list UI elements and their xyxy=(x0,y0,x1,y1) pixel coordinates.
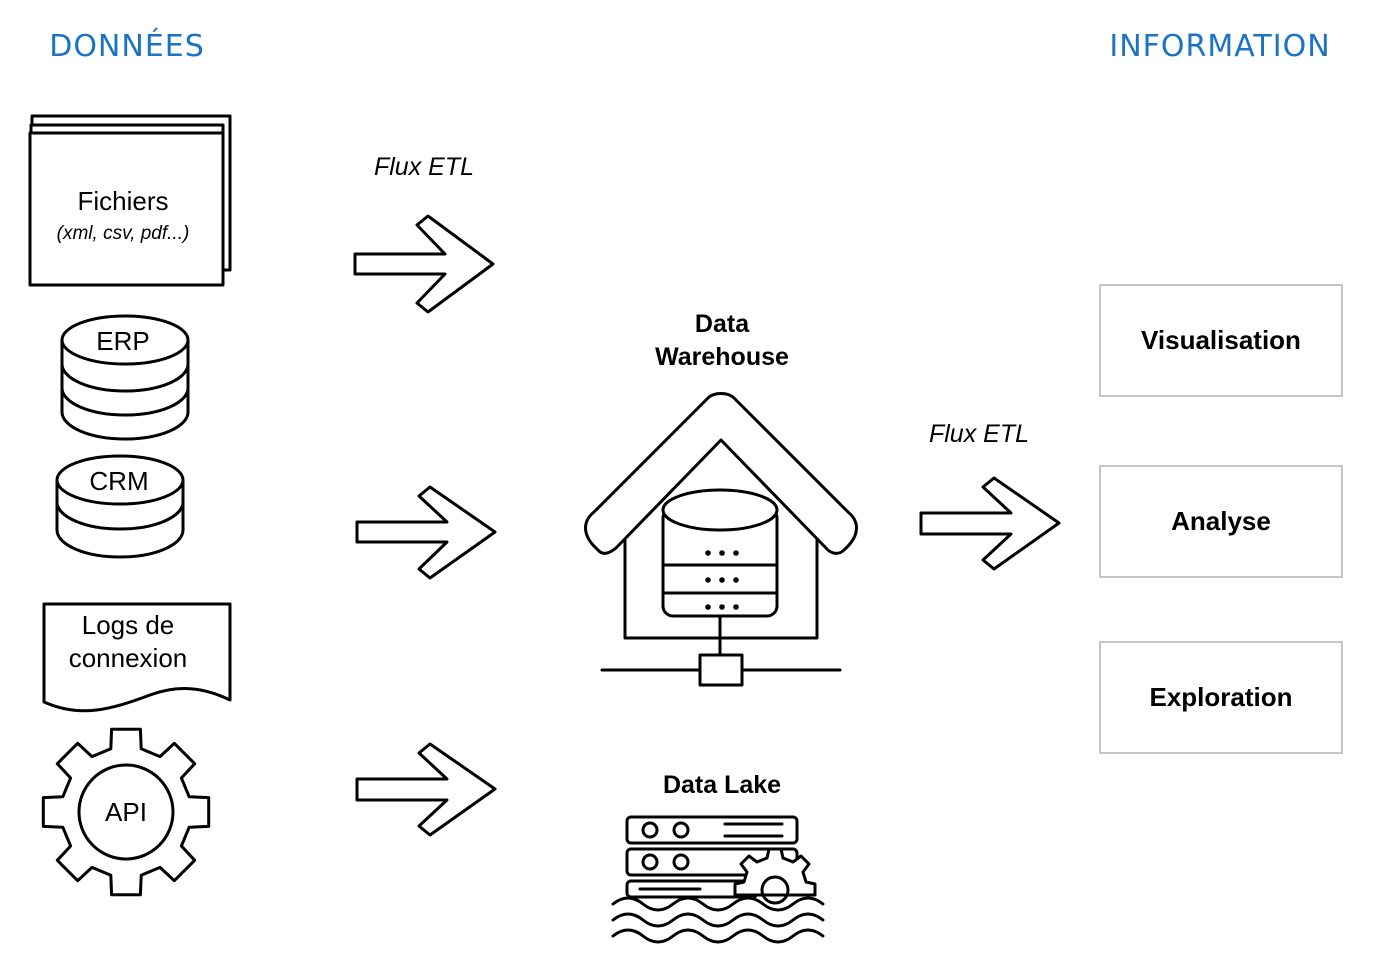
erp-database: ERP xyxy=(60,314,190,441)
arrow-information xyxy=(919,476,1061,571)
output-visualisation-label: Visualisation xyxy=(1141,325,1301,355)
output-analyse: Analyse xyxy=(1099,465,1343,578)
flux-etl-out-label: Flux ETL xyxy=(929,420,1029,448)
warehouse-icon xyxy=(584,392,858,687)
files-subtitle: (xml, csv, pdf...) xyxy=(57,223,190,244)
arrow-files xyxy=(353,214,495,314)
warehouse-title-line2: Warehouse xyxy=(655,343,789,371)
crm-label: CRM xyxy=(89,466,148,496)
lake-title: Data Lake xyxy=(663,771,781,799)
warehouse-title-line1: Data xyxy=(695,310,750,338)
flux-etl-in-label: Flux ETL xyxy=(374,153,474,181)
logs-label-line2: connexion xyxy=(69,643,188,673)
header-donnees: DONNÉES xyxy=(49,28,205,64)
api-label: API xyxy=(105,797,147,827)
logs-label-line1: Logs de xyxy=(82,610,175,640)
erp-label: ERP xyxy=(96,326,149,356)
files-source: Fichiers (xml, csv, pdf...) xyxy=(28,114,232,287)
output-analyse-label: Analyse xyxy=(1171,506,1271,536)
arrow-db xyxy=(355,485,497,580)
header-information: INFORMATION xyxy=(1109,29,1330,64)
arrow-api xyxy=(355,742,497,837)
output-exploration-label: Exploration xyxy=(1149,682,1292,712)
output-visualisation: Visualisation xyxy=(1099,284,1343,397)
output-exploration: Exploration xyxy=(1099,641,1343,754)
files-title: Fichiers xyxy=(77,186,168,216)
api-gear: API xyxy=(41,727,211,897)
data-lake-icon xyxy=(611,815,825,944)
logs-document: Logs de connexion xyxy=(42,602,232,713)
crm-database: CRM xyxy=(55,454,185,559)
